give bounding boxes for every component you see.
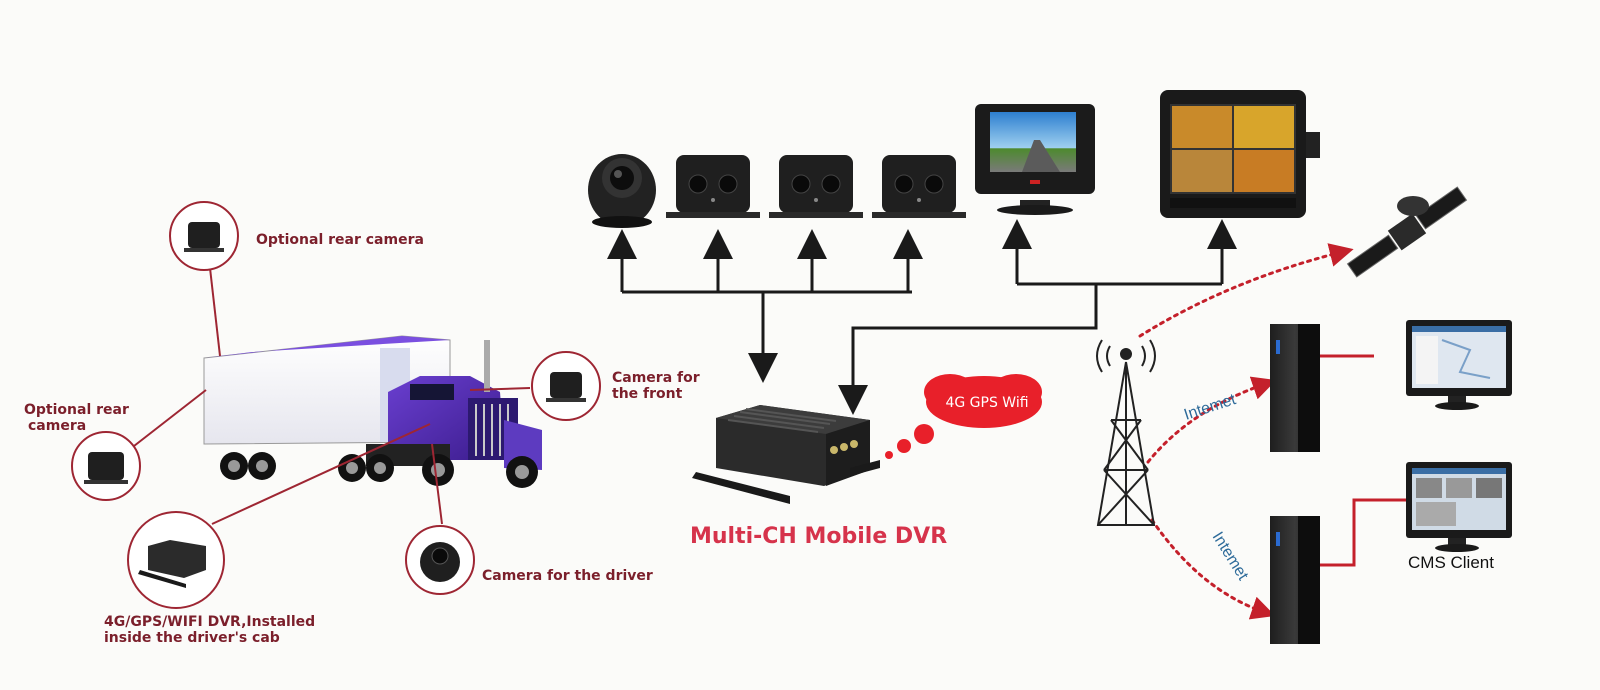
label-dvr-installed-2: inside the driver's cab xyxy=(104,630,280,646)
mobile-dvr xyxy=(692,405,880,504)
callout-rear-camera-top xyxy=(169,201,239,271)
server-bottom xyxy=(1270,516,1320,644)
satellite xyxy=(1346,186,1468,278)
internet-label-top: Intemet xyxy=(1182,391,1239,424)
box-camera-1 xyxy=(666,155,760,218)
cloud-bubble xyxy=(885,374,1042,459)
monitor-bus-lines xyxy=(838,219,1237,415)
label-optional-rear-camera-left-1: Optional rear xyxy=(24,402,129,418)
callout-front-camera xyxy=(531,351,601,421)
camera-bus-lines xyxy=(607,229,923,383)
wireless-links xyxy=(1138,243,1354,620)
cell-tower xyxy=(1096,339,1156,526)
dome-camera xyxy=(588,154,656,228)
truck xyxy=(203,335,542,488)
callout-lines xyxy=(133,267,531,525)
label-camera-front-2: the front xyxy=(612,386,683,402)
monitor-quad xyxy=(1160,90,1320,218)
monitor-small xyxy=(975,104,1095,215)
server-top xyxy=(1270,324,1320,452)
label-optional-rear-camera-left-2: camera xyxy=(28,418,87,434)
callout-rear-camera-left xyxy=(71,431,141,501)
callout-driver-camera xyxy=(405,525,475,595)
cms-client-monitor-bottom xyxy=(1406,462,1512,552)
box-camera-2 xyxy=(769,155,863,218)
label-dvr-installed-1: 4G/GPS/WIFI DVR,Installed xyxy=(104,614,316,630)
cms-client-label: CMS Client xyxy=(1408,553,1494,572)
diagram-title: Multi-CH Mobile DVR xyxy=(690,524,948,549)
callout-dvr xyxy=(127,511,225,609)
box-camera-3 xyxy=(872,155,966,218)
label-optional-rear-camera-top: Optional rear camera xyxy=(256,232,424,248)
label-camera-front-1: Camera for xyxy=(612,370,700,386)
server-client-links xyxy=(1320,354,1408,567)
cms-client-monitor-top xyxy=(1406,320,1512,410)
label-camera-driver: Camera for the driver xyxy=(482,568,653,584)
internet-label-bottom: Intemet xyxy=(1209,529,1252,584)
cloud-label: 4G GPS Wifi xyxy=(945,395,1028,411)
